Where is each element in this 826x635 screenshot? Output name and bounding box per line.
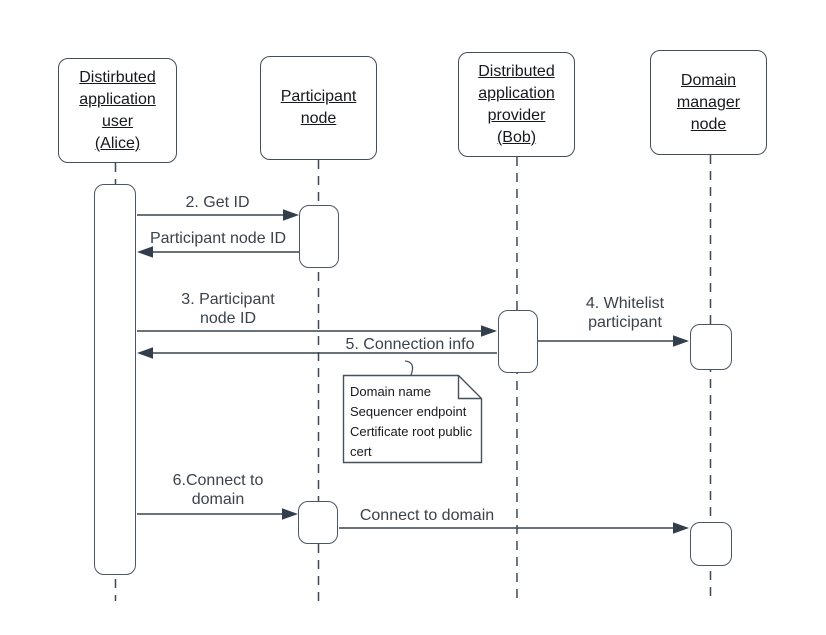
note-connector	[404, 360, 414, 376]
msg-whitelist-participant-label: 4. Whitelist participant	[585, 295, 665, 331]
actor-alice-label: Distirbuted application user (Alice)	[79, 68, 156, 152]
msg-whitelist-participant-arrowhead	[673, 335, 689, 347]
activation-domain-manager-2	[690, 522, 732, 566]
activation-participant-node-1	[299, 205, 339, 268]
activation-provider-bob	[498, 310, 538, 373]
msg-connect-to-domain-forward-label: Connect to domain	[359, 507, 495, 524]
msg-connection-info-label: 5. Connection info	[345, 336, 475, 353]
msg-get-id-label: 2. Get ID	[185, 194, 250, 211]
actor-provider-bob: Distributed application provider (Bob)	[458, 52, 575, 157]
note-fold	[457, 375, 482, 400]
actor-provider-bob-label: Distributed application provider (Bob)	[478, 62, 555, 146]
msg-get-id-arrowhead	[283, 209, 299, 221]
note-shape	[342, 374, 483, 464]
msg-connect-to-domain-arrowhead	[282, 508, 298, 520]
msg-participant-node-id-to-provider-label: 3. Participant node ID	[181, 291, 275, 327]
msg-connection-info-arrowhead	[137, 347, 153, 359]
activation-alice	[94, 184, 136, 575]
actor-alice: Distirbuted application user (Alice)	[58, 58, 177, 163]
msg-participant-node-id-label: Participant node ID	[149, 230, 287, 247]
msg-participant-node-id-to-provider-arrowhead	[481, 325, 497, 337]
activation-participant-node-2	[298, 501, 338, 544]
actor-participant-node: Participant node	[260, 56, 377, 160]
actor-domain-manager-node-label: Domain manager node	[676, 71, 741, 133]
note-text: Domain name Sequencer endpoint Certifica…	[350, 384, 473, 459]
actor-participant-node-label: Participant node	[280, 88, 357, 127]
actor-domain-manager-node: Domain manager node	[650, 50, 767, 155]
msg-connect-to-domain-forward-arrowhead	[673, 522, 689, 534]
msg-participant-node-id-arrowhead	[137, 246, 153, 258]
msg-connect-to-domain-label: 6.Connect to domain	[172, 472, 264, 508]
activation-domain-manager-1	[690, 324, 732, 370]
